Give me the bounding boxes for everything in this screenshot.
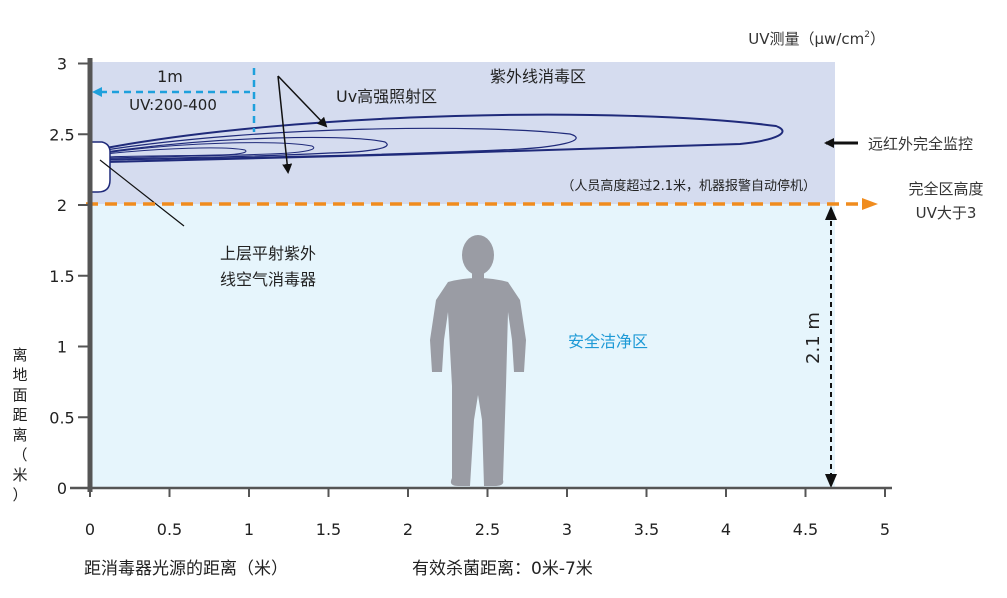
x-tick-marks — [89, 488, 886, 497]
person-silhouette — [430, 235, 526, 486]
y-tick-label: 1.5 — [49, 267, 74, 286]
y-tick-label: 2 — [57, 196, 67, 215]
beam-0 — [105, 147, 247, 158]
uv-high-arrow-1 — [277, 75, 328, 128]
safe-zone-label: 安全洁净区 — [568, 332, 648, 351]
uv-beam-pattern — [105, 113, 784, 164]
x-tick-label: 4 — [721, 520, 731, 539]
ir-monitor-label: 远红外完全监控 — [868, 135, 973, 153]
safe-height-label-1: 完全区高度 — [908, 180, 983, 198]
uv-high-arrow-2 — [277, 75, 293, 174]
y-axis-title-text: 离地面距离（米） — [12, 346, 27, 504]
uv-disinfector-device — [89, 141, 111, 193]
x-axis-title: 距消毒器光源的距离（米） — [84, 559, 288, 579]
one-meter-label: 1m — [157, 67, 183, 86]
device-label-1: 上层平射紫外 — [220, 244, 316, 263]
effective-range-label: 有效杀菌距离：0米-7米 — [412, 559, 593, 579]
x-tick-label: 5 — [880, 520, 890, 539]
device-label-2: 线空气消毒器 — [220, 270, 316, 289]
beam-2 — [105, 136, 388, 160]
uv-range-label: UV:200-400 — [129, 96, 217, 114]
y-tick-label: 0.5 — [49, 408, 74, 427]
beam-outer — [105, 113, 784, 164]
alarm-note: （人员高度超过2.1米，机器报警自动停机） — [561, 178, 816, 194]
uv-measure-label: UV测量（μw/cm2） — [748, 30, 885, 48]
uv-high-label: Uv高强照射区 — [336, 87, 437, 106]
y-tick-label: 2.5 — [49, 125, 74, 144]
x-tick-label: 1.5 — [316, 520, 341, 539]
x-tick-label: 3 — [562, 520, 572, 539]
beam-3 — [105, 127, 577, 161]
x-tick-label: 0.5 — [157, 520, 182, 539]
y-tick-label: 3 — [57, 55, 67, 74]
y-tick-label: 0 — [57, 479, 67, 498]
height-dim-arrow-top — [825, 206, 837, 220]
x-tick-label: 2 — [403, 520, 413, 539]
x-tick-label: 0 — [85, 520, 95, 539]
x-tick-label: 3.5 — [634, 520, 659, 539]
height-marker-label: 2.1 m — [803, 312, 824, 364]
y-tick-labels: 0 0.5 1 1.5 2 2.5 3 — [49, 55, 74, 499]
x-tick-label: 1 — [244, 520, 254, 539]
y-axis-title: 离地面距离（米） — [12, 346, 27, 504]
safe-height-arrowhead — [862, 198, 878, 210]
x-tick-labels: 0 0.5 1 1.5 2 2.5 3 3.5 4 4.5 5 — [85, 520, 890, 539]
zone-disinfect-label: 紫外线消毒区 — [490, 67, 586, 86]
device-leader-line — [99, 159, 185, 227]
height-dim-arrow-bottom — [825, 474, 837, 488]
safe-height-label-2: UV大于3 — [916, 204, 977, 222]
beam-1 — [105, 142, 315, 159]
x-tick-label: 4.5 — [793, 520, 818, 539]
y-tick-marks — [78, 62, 90, 489]
y-tick-label: 1 — [57, 338, 67, 357]
x-tick-label: 2.5 — [475, 520, 500, 539]
